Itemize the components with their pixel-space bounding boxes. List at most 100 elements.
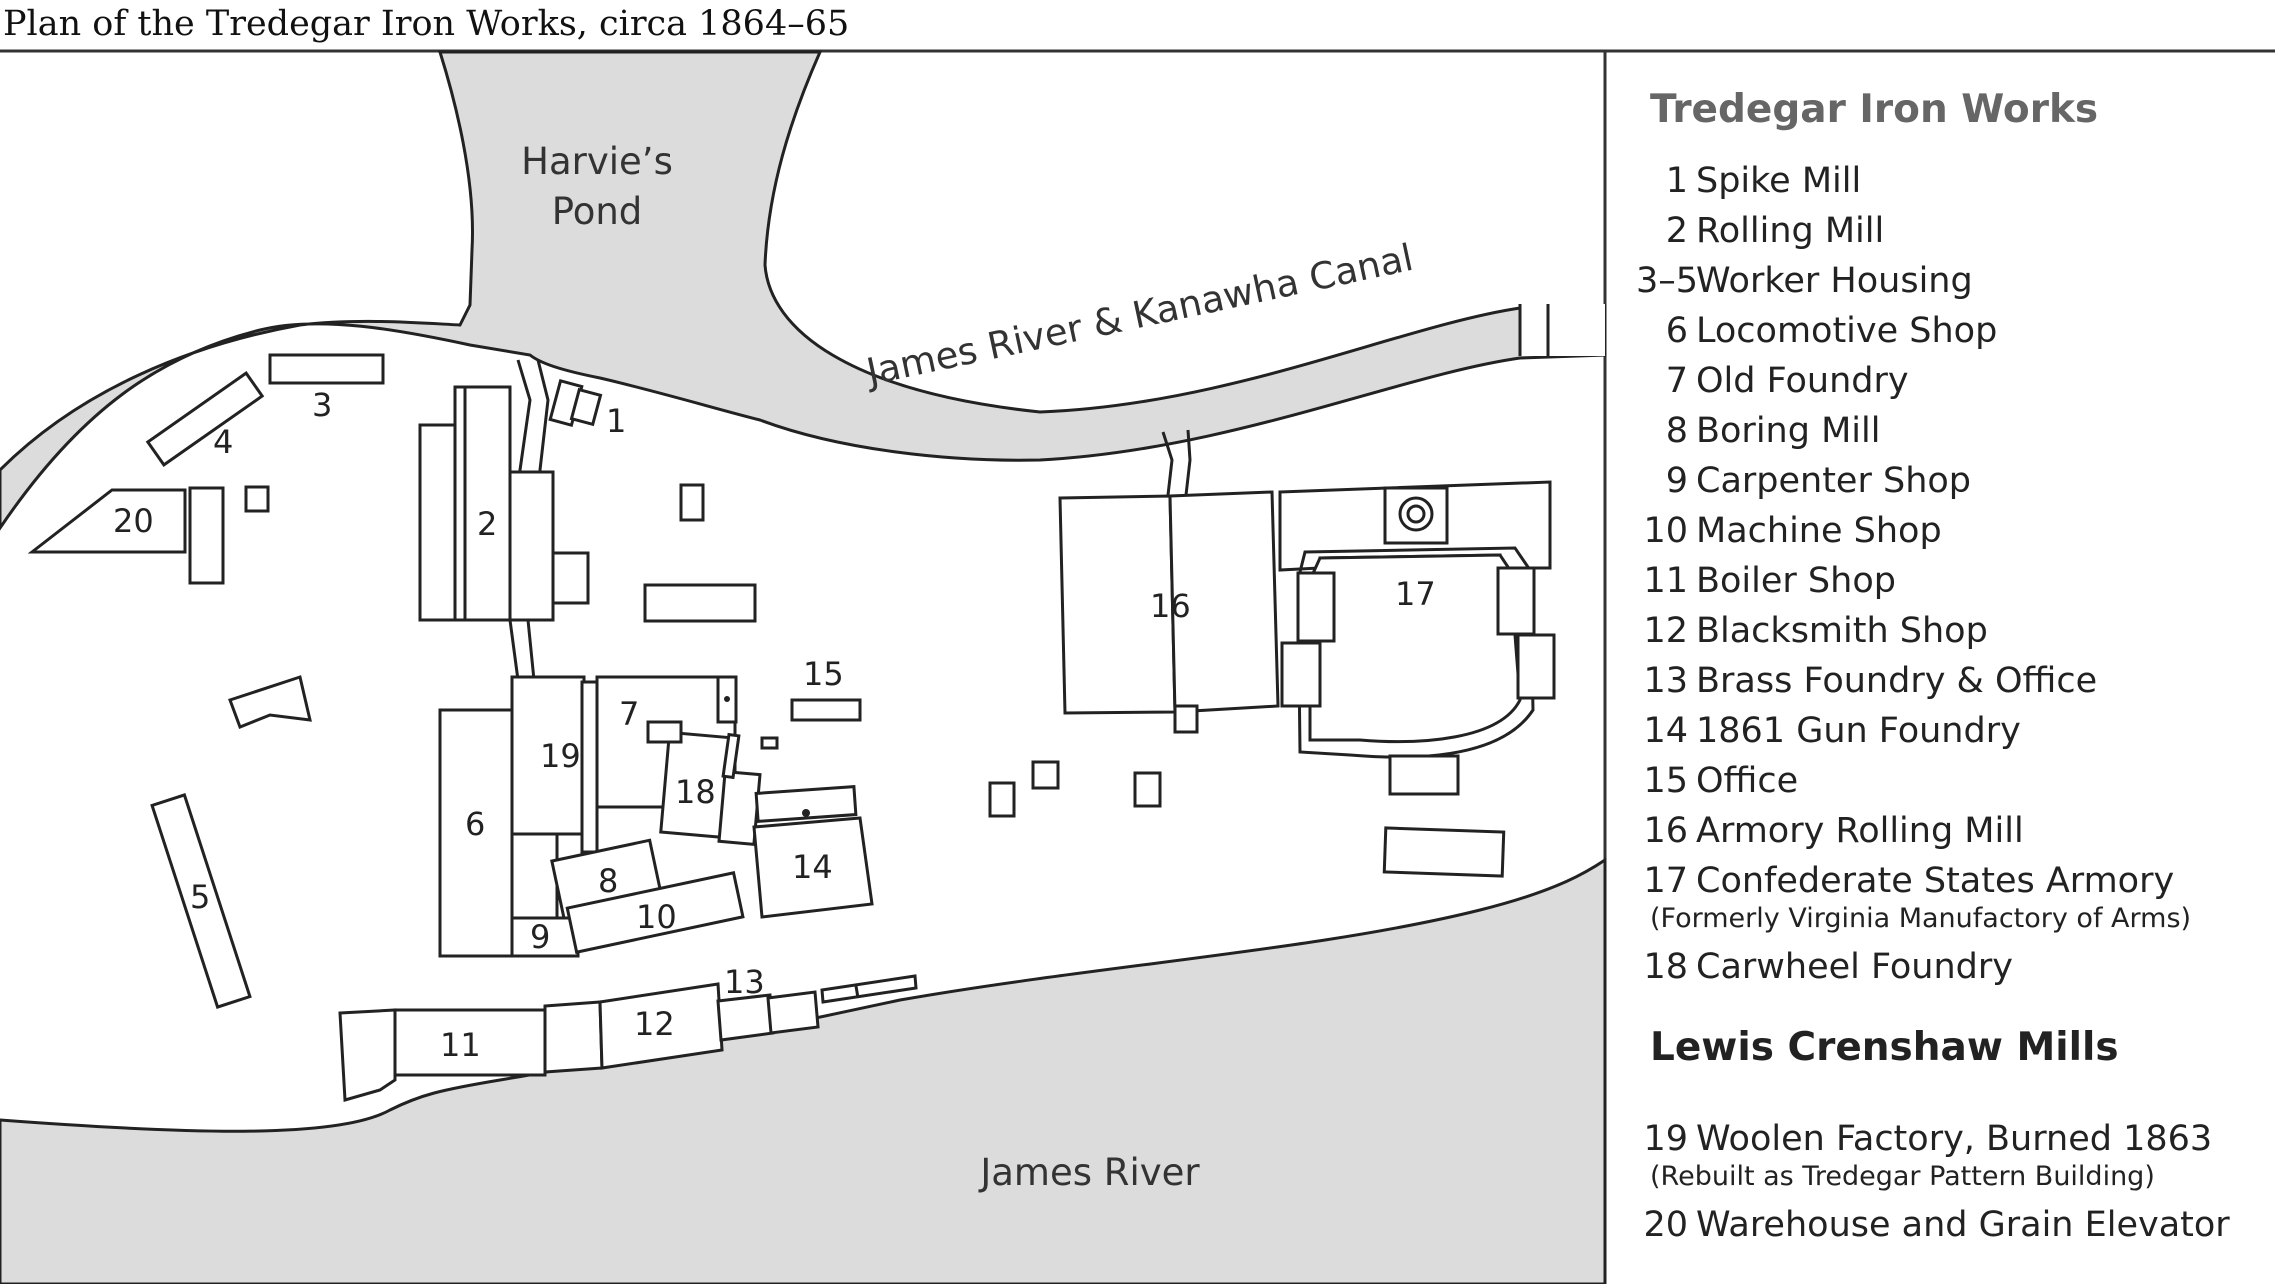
pond-label-line2: Pond xyxy=(552,190,643,233)
map-number-2: 2 xyxy=(477,505,497,543)
legend-item-name: Blacksmith Shop xyxy=(1696,611,1988,651)
legend-item-note: (Rebuilt as Tredegar Pattern Building) xyxy=(1650,1161,2155,1192)
legend-item-number: 6 xyxy=(1665,311,1688,351)
legend-item-number: 10 xyxy=(1643,511,1688,551)
river-label: James River xyxy=(978,1151,1200,1194)
map-number-10: 10 xyxy=(636,898,677,936)
legend-item-note: (Formerly Virginia Manufactory of Arms) xyxy=(1650,903,2192,934)
pond-and-canal-water xyxy=(0,50,1607,531)
map-number-11: 11 xyxy=(440,1026,481,1064)
legend-item-number: 11 xyxy=(1643,561,1688,601)
legend-item-number: 3–5 xyxy=(1636,261,1699,301)
legend-item-name: Machine Shop xyxy=(1696,511,1942,551)
building-14 xyxy=(752,785,874,919)
map-number-15: 15 xyxy=(803,655,844,693)
building-15 xyxy=(790,698,862,722)
legend-item-number: 8 xyxy=(1665,411,1688,451)
legend-item-number: 14 xyxy=(1643,711,1688,751)
building-19 xyxy=(510,675,599,854)
map-number-12: 12 xyxy=(634,1005,675,1043)
legend-item-name: Boiler Shop xyxy=(1696,561,1896,601)
raceway xyxy=(1161,429,1192,496)
legend-item-number: 17 xyxy=(1643,861,1688,901)
legend-item-name: Office xyxy=(1696,761,1799,801)
legend-item-name: Armory Rolling Mill xyxy=(1696,811,2024,851)
legend-heading-tredegar: Tredegar Iron Works xyxy=(1650,87,2099,132)
map-number-3: 3 xyxy=(312,386,332,424)
legend-item-number: 2 xyxy=(1665,211,1688,251)
legend-item-number: 20 xyxy=(1643,1205,1688,1245)
legend-item-number: 7 xyxy=(1665,361,1688,401)
small-structure xyxy=(1031,760,1060,790)
building-12 xyxy=(543,982,724,1074)
small-structure xyxy=(228,675,312,729)
legend-heading-crenshaw: Lewis Crenshaw Mills xyxy=(1650,1025,2119,1070)
pond-label-line1: Harvie’s xyxy=(521,140,673,183)
small-structure xyxy=(1133,771,1162,808)
map-number-8: 8 xyxy=(598,862,618,900)
legend-item-name: Woolen Factory, Burned 1863 xyxy=(1696,1119,2213,1159)
building-1 xyxy=(548,378,603,428)
building-4 xyxy=(145,371,265,467)
small-structure xyxy=(643,583,757,623)
page-title: Plan of the Tredegar Iron Works, circa 1… xyxy=(3,4,850,44)
james-river-water xyxy=(0,857,1607,1284)
legend-item-name: 1861 Gun Foundry xyxy=(1696,711,2021,751)
canal-lock xyxy=(1520,304,1605,356)
small-structure xyxy=(1382,826,1506,878)
legend-item-number: 16 xyxy=(1643,811,1688,851)
map-number-14: 14 xyxy=(792,848,833,886)
map-number-16: 16 xyxy=(1150,587,1191,625)
legend-item-number: 9 xyxy=(1665,461,1688,501)
legend-item-number: 15 xyxy=(1643,761,1688,801)
building-16 xyxy=(1058,490,1280,734)
building-6 xyxy=(438,708,559,958)
map-number-20: 20 xyxy=(113,502,154,540)
building-18 xyxy=(646,720,779,846)
legend-item-number: 19 xyxy=(1643,1119,1688,1159)
canal-lock-outline xyxy=(1518,304,1550,356)
map-number-4: 4 xyxy=(213,423,233,461)
building-5 xyxy=(150,793,252,1009)
small-structure xyxy=(244,485,270,513)
legend-item-name: Locomotive Shop xyxy=(1696,311,1998,351)
map-number-5: 5 xyxy=(190,878,210,916)
legend-item-name: Confederate States Armory xyxy=(1696,861,2175,901)
building-10 xyxy=(565,871,745,954)
small-structure xyxy=(679,483,705,522)
building-2 xyxy=(418,385,590,622)
map-number-18: 18 xyxy=(675,773,716,811)
map-number-17: 17 xyxy=(1395,575,1436,613)
legend-item-number: 18 xyxy=(1643,947,1688,987)
legend-item-name: Carwheel Foundry xyxy=(1696,947,2013,987)
building-13 xyxy=(716,974,918,1042)
legend-item-name: Old Foundry xyxy=(1696,361,1909,401)
building-3 xyxy=(268,353,385,385)
legend-item-number: 12 xyxy=(1643,611,1688,651)
building-17 xyxy=(1278,480,1556,796)
map-number-1: 1 xyxy=(606,402,626,440)
raceway xyxy=(508,619,536,681)
legend-item-name: Rolling Mill xyxy=(1696,211,1885,251)
building-11 xyxy=(338,1008,547,1102)
legend-item-name: Spike Mill xyxy=(1696,161,1862,201)
legend-item-name: Carpenter Shop xyxy=(1696,461,1972,501)
